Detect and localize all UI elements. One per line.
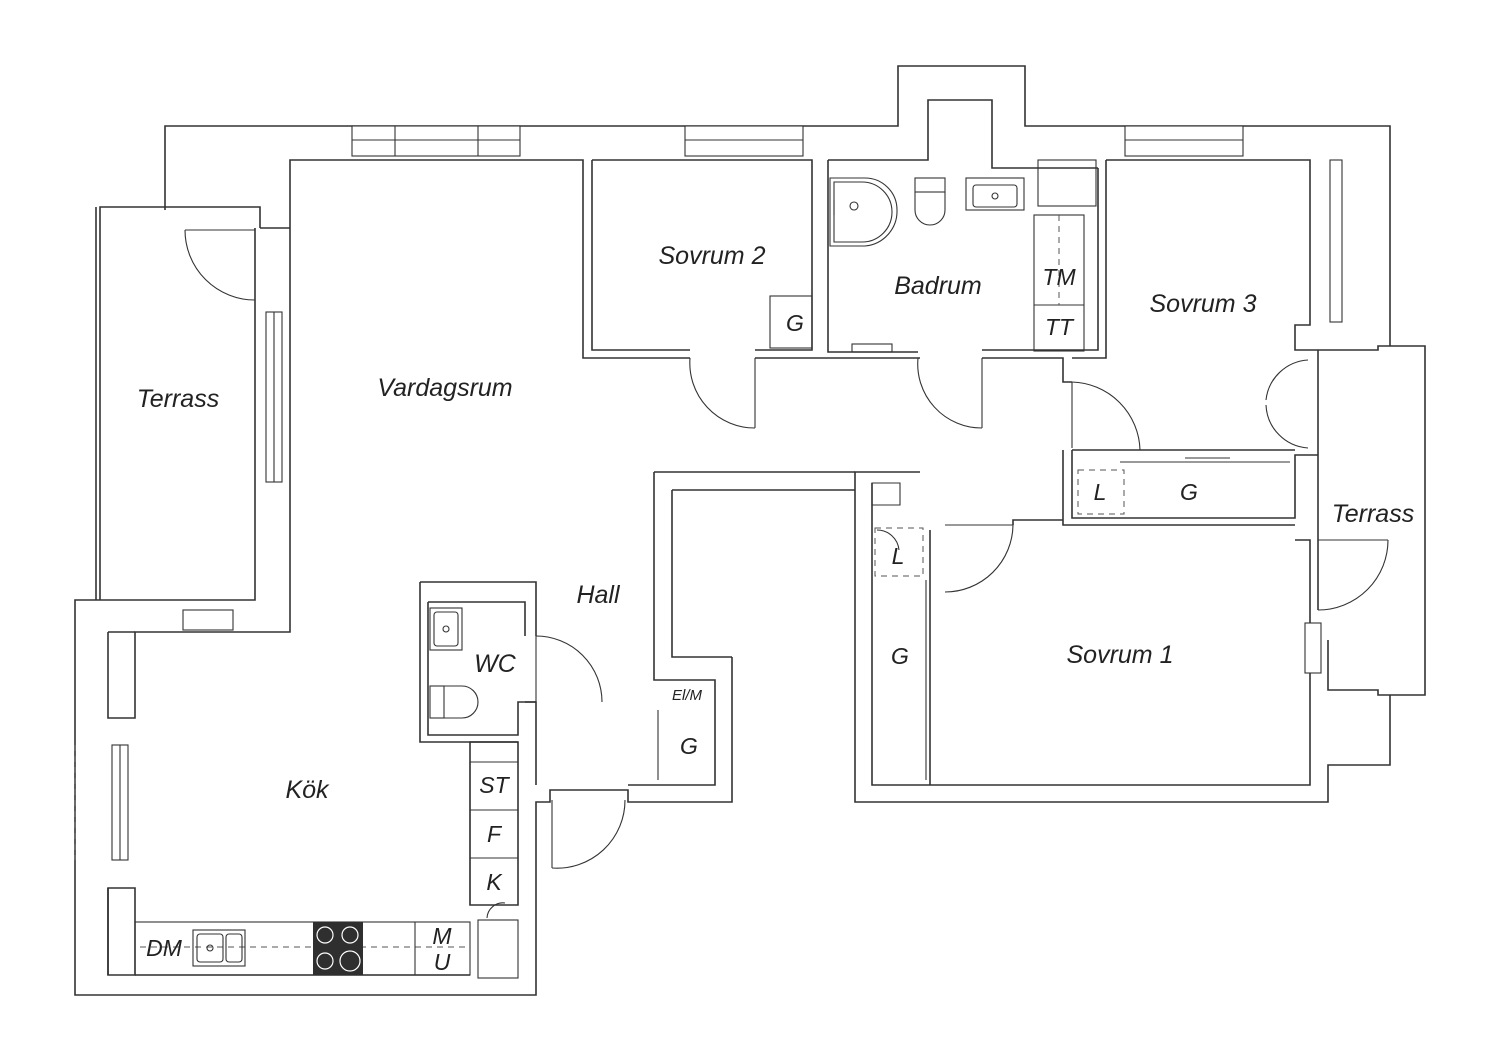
label-st: ST [479,772,510,798]
label-k: K [486,869,503,895]
label-u: U [434,949,451,975]
label-wardrobe-hall: G [680,733,698,759]
label-linen-sovrum-1: L [892,543,905,569]
door-swing-icon [184,229,1389,919]
room-label-sovrum-3: Sovrum 3 [1150,290,1257,318]
room-label-sovrum-2: Sovrum 2 [659,242,766,270]
room-label-terrass-west: Terrass [137,385,219,413]
label-tm: TM [1042,264,1076,290]
sink-icon [192,177,1025,967]
window-icon [74,125,1343,861]
room-label-hall: Hall [576,581,621,609]
room-label-sovrum-1: Sovrum 1 [1067,641,1174,669]
label-tt: TT [1045,314,1075,340]
fixtures [134,159,1290,979]
interior-walls [100,99,1426,976]
toilet-icon [429,177,946,719]
label-el-m: El/M [672,687,703,704]
label-linen-sovrum-3: L [1094,479,1107,505]
room-label-terrass-east: Terrass [1332,500,1414,528]
label-m: M [432,923,452,949]
label-dm: DM [146,935,183,961]
label-wardrobe-sovrum-1: G [891,643,909,669]
label-wardrobe-sovrum-3: G [1180,479,1198,505]
room-label-vardagsrum: Vardagsrum [377,374,512,402]
room-label-wc: WC [474,650,517,678]
room-label-badrum: Badrum [894,272,982,300]
exterior-walls [74,65,1391,996]
label-wardrobe-sovrum-2: G [786,310,804,336]
fixture-labels: G TM TT L G L G El/M G ST F K DM M U [146,264,1198,975]
label-f: F [487,821,503,847]
stove-icon [313,922,363,975]
room-label-kok: Kök [285,776,330,804]
room-labels: Terrass Vardagsrum Sovrum 2 Badrum Sovru… [137,242,1414,804]
shower-icon [829,177,898,247]
